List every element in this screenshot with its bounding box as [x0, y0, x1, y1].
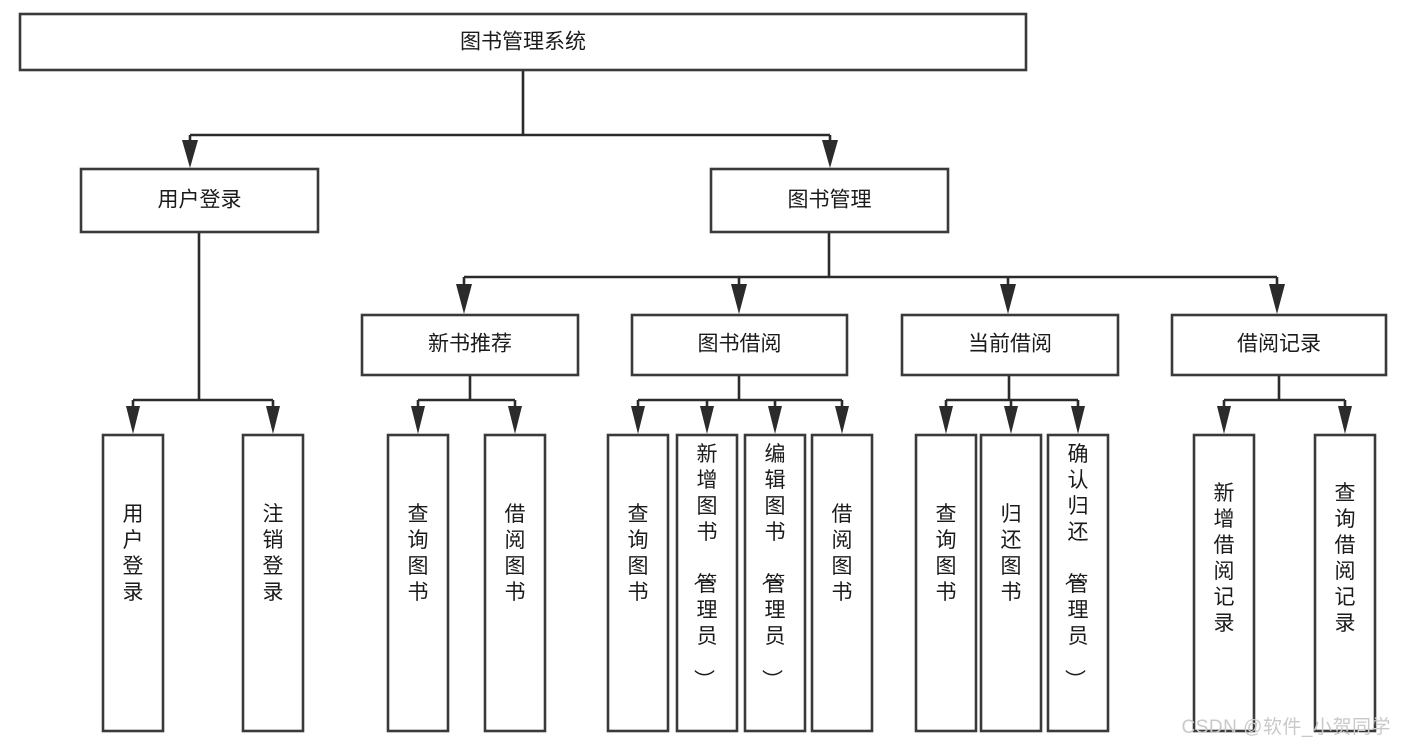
leaf-label-borrow-book-newbook: 借阅图书: [505, 503, 526, 604]
leaf-node-borrow-book[interactable]: 借阅图书: [810, 433, 874, 733]
node-box: [483, 433, 547, 733]
arrowhead-icon-leaf-9: [939, 406, 953, 434]
arrowhead-icon-leaf-1: [126, 406, 140, 434]
leaf-label-return-book: 归还图书: [1001, 503, 1022, 604]
node-box: [386, 433, 450, 733]
leaf-node-user-login[interactable]: 用户登录: [101, 433, 165, 733]
node-box: [18, 12, 1028, 72]
leaf-node-query-borrow-record[interactable]: 查询借阅记录: [1313, 433, 1377, 733]
leaf-label-add-book-admin: 新增图书（管理员）: [692, 443, 718, 690]
leaf-label-query-book-newbook: 查询图书: [408, 503, 429, 604]
arrowhead-icon-leaf-13: [1338, 406, 1352, 434]
node-box: [101, 433, 165, 733]
leaf-label-query-borrow-record: 查询借阅记录: [1335, 482, 1356, 635]
leaf-node-return-book[interactable]: 归还图书: [979, 433, 1043, 733]
node-box: [914, 433, 978, 733]
arrowhead-icon-leaf-7: [768, 406, 782, 434]
arrowhead-icon-record: [1269, 284, 1285, 314]
arrowhead-icon-leaf-4: [508, 406, 522, 434]
leaf-node-add-borrow-record[interactable]: 新增借阅记录: [1192, 433, 1256, 733]
node-box: [1192, 433, 1256, 733]
leaf-node-query-book-borrow[interactable]: 查询图书: [606, 433, 670, 733]
node-box: [606, 433, 670, 733]
node-box: [1313, 433, 1377, 733]
node-box: [360, 313, 580, 377]
node-box: [1170, 313, 1388, 377]
arrowhead-icon-newbook: [456, 284, 472, 314]
leaf-label-borrow-book: 借阅图书: [832, 503, 853, 604]
leaf-node-confirm-return-admin[interactable]: 确认归还（管理员）: [1046, 433, 1110, 733]
leaf-node-edit-book-admin[interactable]: 编辑图书（管理员）: [743, 433, 807, 733]
arrowhead-icon-leaf-12: [1217, 406, 1231, 434]
leaf-label-user-login: 用户登录: [123, 503, 144, 604]
node-box: [241, 433, 305, 733]
node-borrow-record[interactable]: 借阅记录: [1170, 313, 1388, 377]
arrowhead-icon-leaf-3: [411, 406, 425, 434]
leaf-node-borrow-book-newbook[interactable]: 借阅图书: [483, 433, 547, 733]
node-new-book-recommend[interactable]: 新书推荐: [360, 313, 580, 377]
node-box: [709, 167, 950, 234]
arrowhead-icon-leaf-2: [266, 406, 280, 434]
node-box: [979, 433, 1043, 733]
node-box: [900, 313, 1120, 377]
arrowhead-icon-leaf-5: [631, 406, 645, 434]
node-box: [743, 433, 807, 733]
node-label-book-management: 图书管理: [788, 189, 872, 212]
node-label-book-borrow: 图书借阅: [698, 333, 782, 356]
node-box: [1046, 433, 1110, 733]
node-book-management[interactable]: 图书管理: [709, 167, 950, 234]
arrowhead-icon-leaf-8: [835, 406, 849, 434]
leaf-node-query-book-current[interactable]: 查询图书: [914, 433, 978, 733]
arrowhead-icon-borrow: [731, 284, 747, 314]
node-root-system[interactable]: 图书管理系统: [18, 12, 1028, 72]
arrowhead-icon-leaf-10: [1004, 406, 1018, 434]
leaf-label-edit-book-admin: 编辑图书（管理员）: [760, 443, 786, 690]
node-box: [810, 433, 874, 733]
node-label-new-book-recommend: 新书推荐: [428, 333, 512, 356]
leaf-node-query-book-newbook[interactable]: 查询图书: [386, 433, 450, 733]
connector-layer: [131, 70, 1347, 406]
node-label-root: 图书管理系统: [460, 31, 586, 54]
node-label-borrow-record: 借阅记录: [1237, 333, 1321, 356]
leaf-label-confirm-return-admin: 确认归还（管理员）: [1063, 443, 1089, 690]
arrowhead-layer: [126, 140, 1352, 434]
leaf-label-logout: 注销登录: [263, 503, 284, 604]
node-user-login[interactable]: 用户登录: [79, 167, 320, 234]
node-box: [79, 167, 320, 234]
node-current-borrow[interactable]: 当前借阅: [900, 313, 1120, 377]
node-label-user-login: 用户登录: [158, 189, 242, 212]
arrowhead-icon-leaf-6: [700, 406, 714, 434]
node-book-borrow[interactable]: 图书借阅: [630, 313, 849, 377]
arrowhead-icon-leaf-11: [1071, 406, 1085, 434]
arrowhead-icon-current: [1000, 284, 1016, 314]
arrowhead-icon-book-mgmt: [822, 140, 838, 168]
node-box: [675, 433, 739, 733]
leaf-node-add-book-admin[interactable]: 新增图书（管理员）: [675, 433, 739, 733]
node-label-current-borrow: 当前借阅: [968, 333, 1052, 356]
leaf-label-query-book-borrow: 查询图书: [628, 503, 649, 604]
arrowhead-icon-user-login: [182, 140, 198, 168]
leaf-label-query-book-current: 查询图书: [936, 503, 957, 604]
node-box: [630, 313, 849, 377]
leaf-label-add-borrow-record: 新增借阅记录: [1214, 482, 1235, 635]
leaf-node-logout[interactable]: 注销登录: [241, 433, 305, 733]
